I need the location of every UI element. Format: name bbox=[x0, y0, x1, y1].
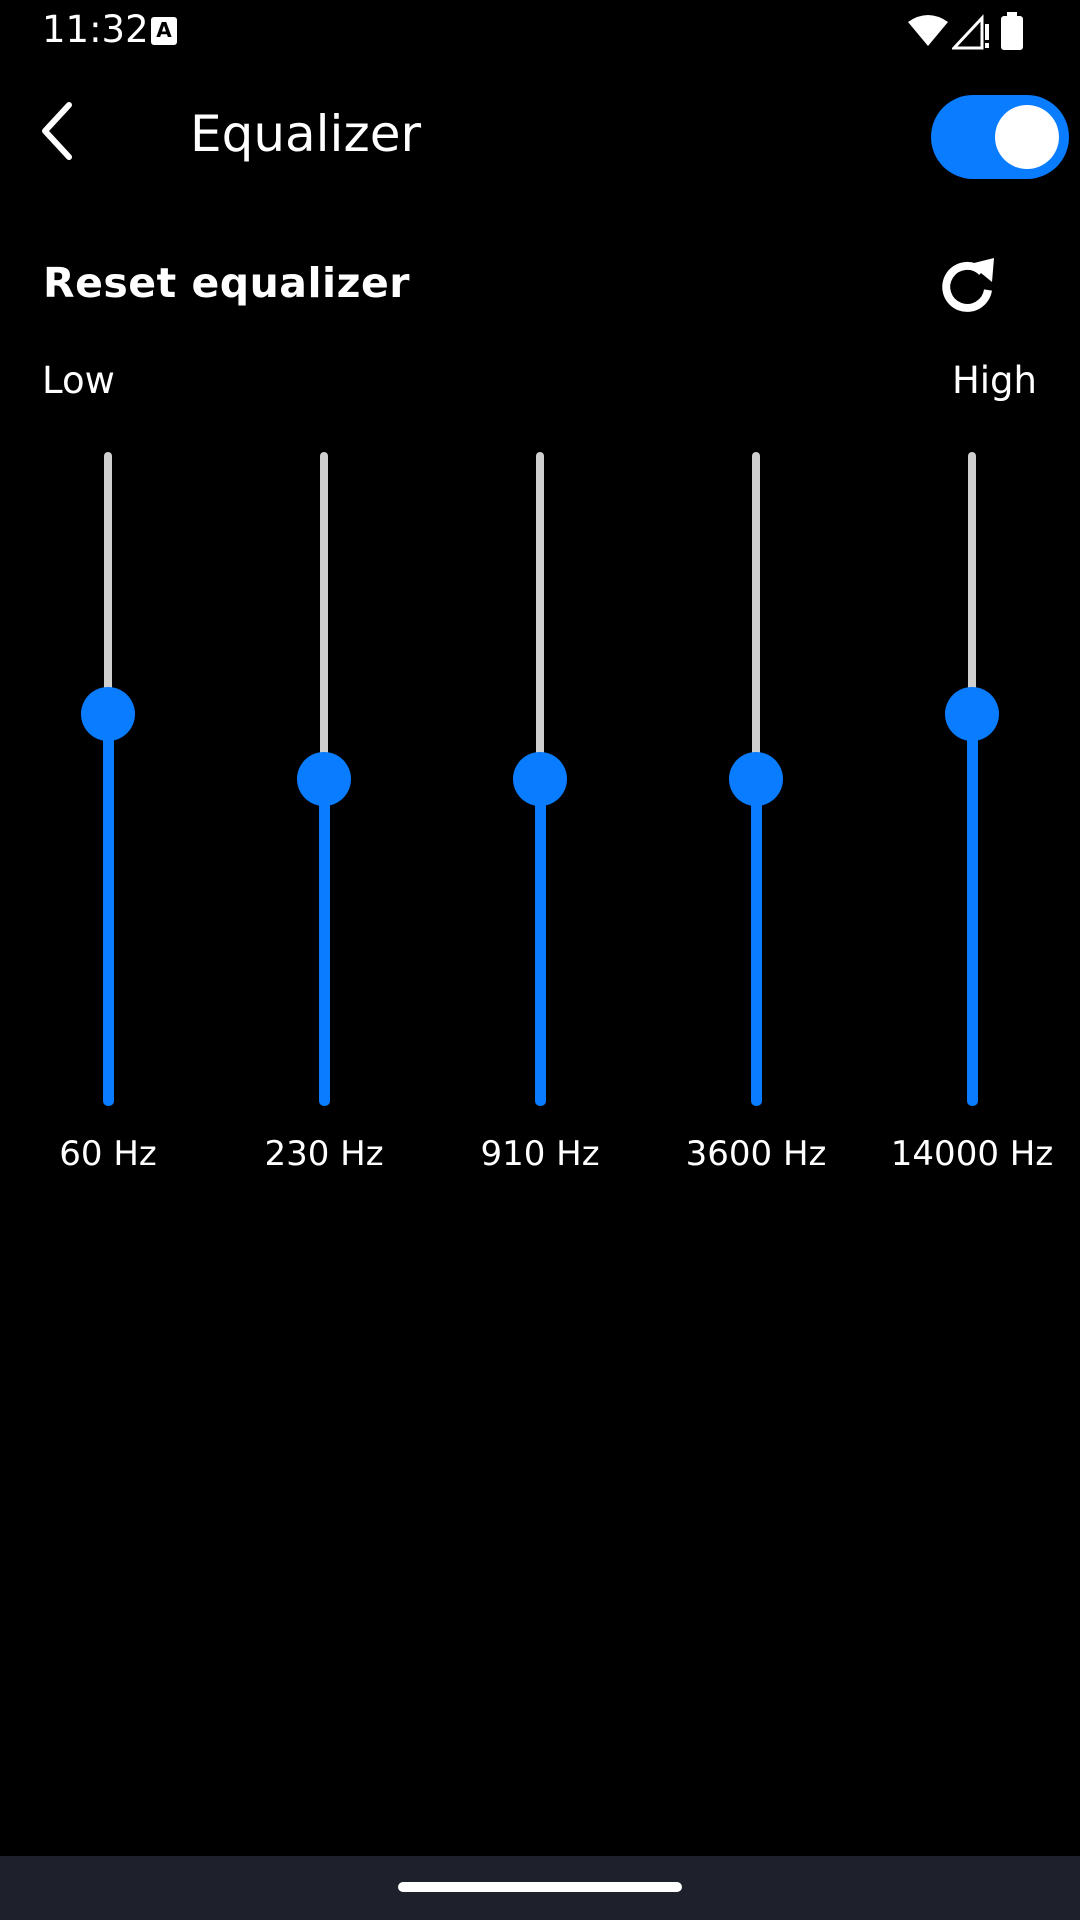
band-14000hz: 14000 Hz bbox=[872, 446, 1072, 1176]
toggle-knob bbox=[995, 105, 1059, 169]
band-label: 3600 Hz bbox=[685, 1134, 827, 1174]
band-label: 60 Hz bbox=[59, 1134, 157, 1174]
battery-icon bbox=[1001, 12, 1023, 50]
wifi-icon bbox=[908, 15, 948, 46]
slider-track-lower bbox=[751, 779, 762, 1106]
band-910hz: 910 Hz bbox=[440, 446, 640, 1176]
status-time: 11:32 bbox=[42, 8, 149, 51]
slider-track-upper bbox=[104, 452, 112, 714]
equalizer-toggle[interactable] bbox=[931, 95, 1069, 179]
slider-thumb[interactable] bbox=[297, 752, 351, 806]
band-slider[interactable] bbox=[297, 446, 351, 1112]
refresh-icon bbox=[942, 258, 994, 312]
status-icons bbox=[860, 0, 1080, 62]
navigation-bar bbox=[0, 1856, 1080, 1920]
slider-track-lower bbox=[319, 779, 330, 1106]
band-slider[interactable] bbox=[81, 446, 135, 1112]
notification-a-icon-letter: A bbox=[156, 18, 172, 42]
band-label: 14000 Hz bbox=[890, 1134, 1054, 1174]
slider-thumb[interactable] bbox=[945, 686, 999, 741]
band-slider[interactable] bbox=[729, 446, 783, 1112]
band-3600hz: 3600 Hz bbox=[656, 446, 856, 1176]
band-60hz: 60 Hz bbox=[8, 446, 208, 1176]
band-slider[interactable] bbox=[945, 446, 999, 1112]
back-button[interactable] bbox=[22, 96, 92, 166]
band-230hz: 230 Hz bbox=[224, 446, 424, 1176]
slider-track-upper bbox=[968, 452, 976, 714]
notification-a-icon: A bbox=[151, 17, 177, 45]
slider-track-lower bbox=[535, 779, 546, 1106]
slider-track-upper bbox=[320, 452, 328, 779]
slider-track-lower bbox=[103, 713, 114, 1106]
reset-row: Reset equalizer bbox=[0, 236, 1080, 332]
band-label: 910 Hz bbox=[480, 1134, 600, 1174]
reset-equalizer-button[interactable] bbox=[926, 246, 1010, 330]
status-bar: 11:32 A bbox=[0, 0, 1080, 62]
range-high-label: High bbox=[951, 359, 1037, 402]
slider-track-lower bbox=[967, 713, 978, 1106]
reset-equalizer-label: Reset equalizer bbox=[43, 259, 410, 307]
home-gesture-handle[interactable] bbox=[398, 1882, 682, 1892]
slider-thumb[interactable] bbox=[81, 686, 135, 741]
slider-thumb[interactable] bbox=[513, 752, 567, 806]
signal-icon bbox=[952, 14, 989, 50]
slider-track-upper bbox=[536, 452, 544, 779]
page-title: Equalizer bbox=[190, 105, 422, 163]
slider-track-upper bbox=[752, 452, 760, 779]
range-low-label: Low bbox=[42, 359, 115, 402]
band-label: 230 Hz bbox=[264, 1134, 384, 1174]
band-slider[interactable] bbox=[513, 446, 567, 1112]
chevron-left-icon bbox=[42, 102, 72, 160]
slider-thumb[interactable] bbox=[729, 752, 783, 806]
app-bar: Equalizer bbox=[0, 62, 1080, 212]
